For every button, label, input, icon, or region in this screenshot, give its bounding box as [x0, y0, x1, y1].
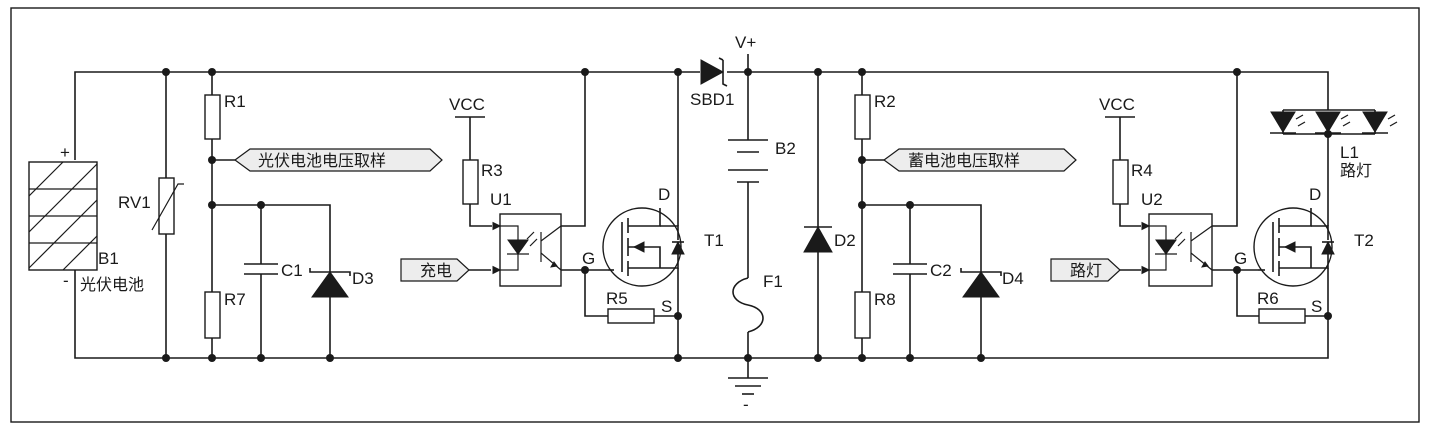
pv-minus-label: -: [63, 271, 69, 290]
pv-voltage-sample-tag: [233, 148, 443, 172]
b1-label: B1: [98, 249, 119, 268]
u1-label: U1: [490, 190, 512, 209]
rv1-label: RV1: [118, 193, 151, 212]
b2-label: B2: [775, 139, 796, 158]
r7-label: R7: [224, 290, 246, 309]
battery-voltage-sample-label: 蓄电池电压取样: [908, 152, 1020, 170]
battery-divider: [854, 72, 982, 358]
r2-label: R2: [874, 92, 896, 111]
vcc2-r4-net: [1105, 116, 1150, 230]
c2-label: C2: [930, 261, 952, 280]
ground-label: -: [743, 395, 749, 414]
mosfet-t1: [602, 207, 685, 287]
capacitor-c2: [893, 205, 927, 358]
vplus-label: V+: [735, 33, 756, 52]
junction-dots: [162, 68, 1332, 362]
pv-voltage-sample-label: 光伏电池电压取样: [258, 152, 386, 170]
r4-label: R4: [1131, 161, 1153, 180]
d2-label: D2: [834, 231, 856, 250]
r8-label: R8: [874, 290, 896, 309]
s1-label: S: [661, 297, 672, 316]
r1-label: R1: [224, 92, 246, 111]
streetlight-input-label: 路灯: [1070, 262, 1102, 280]
mosfet-t2: [1253, 207, 1335, 287]
streetlight-input-tag: [1050, 258, 1121, 282]
led-array-l1: [1270, 109, 1398, 135]
d4-label: D4: [1002, 269, 1024, 288]
diagram-frame: [10, 7, 1420, 423]
top-rail: [74, 71, 1329, 160]
s2-label: S: [1311, 297, 1322, 316]
resistor-r6: [1258, 308, 1306, 324]
capacitor-c1: [244, 205, 278, 358]
d1-label: D: [658, 185, 670, 204]
r6-label: R6: [1257, 289, 1279, 308]
f1-label: F1: [763, 272, 783, 291]
diode-d2: [803, 72, 833, 358]
ground-symbol: [728, 377, 768, 395]
r3-label: R3: [481, 161, 503, 180]
r5-label: R5: [606, 289, 628, 308]
t2-label: T2: [1354, 231, 1374, 250]
charge-input-label: 充电: [420, 262, 452, 280]
pv-plus-label: +: [60, 143, 70, 162]
battery-voltage-sample-tag: [882, 148, 1077, 172]
vcc2-label: VCC: [1099, 95, 1135, 114]
pv-cell-b1: [28, 161, 98, 271]
zener-d4: [960, 268, 1002, 358]
bottom-rail: [74, 268, 1329, 359]
g1-label: G: [582, 249, 595, 268]
pv-cell-caption: 光伏电池: [80, 276, 144, 294]
d-t2-label: D: [1309, 185, 1321, 204]
vcc1-label: VCC: [449, 95, 485, 114]
charge-input-tag: [400, 258, 470, 282]
g2-label: G: [1234, 249, 1247, 268]
u1-collector-wire: [561, 72, 586, 227]
r6-loop: [1236, 270, 1259, 317]
varistor-rv1: [151, 72, 184, 358]
d3-label: D3: [352, 269, 374, 288]
l1-label: L1: [1340, 143, 1359, 162]
sbd1-label: SBD1: [690, 90, 734, 109]
u2-collector-wire: [1212, 72, 1238, 227]
fuse-f1: [732, 277, 764, 378]
vcc1-r3-net: [455, 116, 501, 230]
zener-d3: [309, 268, 351, 358]
t1-label: T1: [704, 231, 724, 250]
battery-b2: [728, 72, 768, 278]
optocoupler-u1: [499, 213, 562, 287]
schottky-sbd1: [700, 57, 728, 87]
pv-divider: [204, 72, 331, 358]
r5-loop: [584, 270, 608, 317]
optocoupler-u2: [1148, 213, 1213, 287]
c1-label: C1: [281, 261, 303, 280]
u2-label: U2: [1141, 190, 1163, 209]
streetlight-caption: 路灯: [1340, 162, 1372, 180]
resistor-r5: [607, 308, 655, 324]
